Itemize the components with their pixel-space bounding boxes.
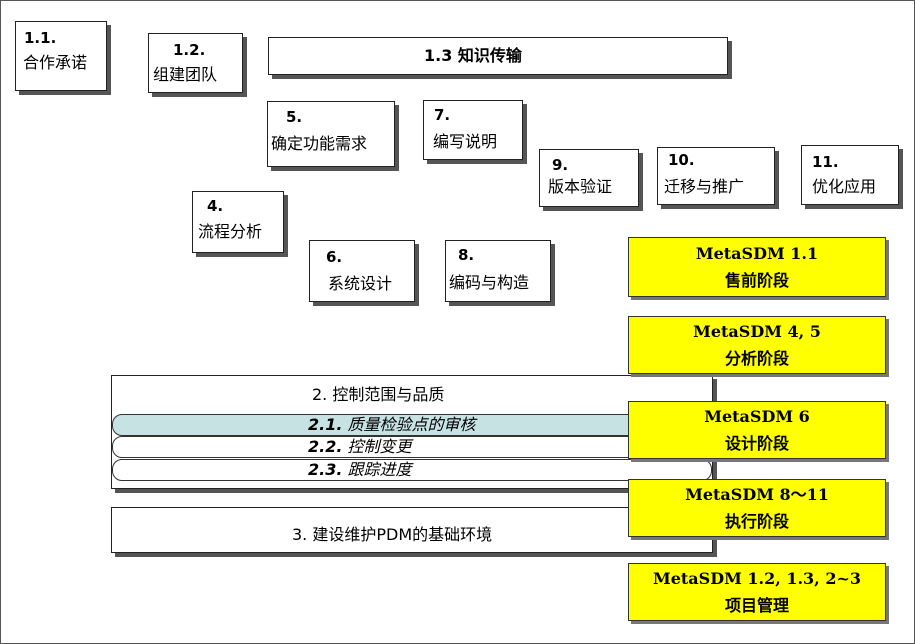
phase-project-management: MetaSDM 1.2, 1.3, 2~3 项目管理: [628, 563, 886, 621]
task-9-box: 9. 版本验证: [539, 149, 639, 207]
task-label: 1.3 知识传输: [424, 46, 522, 65]
task-label: 编码与构造: [449, 273, 530, 292]
phase-analysis: MetaSDM 4, 5 分析阶段: [628, 316, 886, 374]
task-5-box: 5. 确定功能需求: [267, 101, 395, 167]
task-4-box: 4. 流程分析: [192, 191, 284, 253]
task-label: 迁移与推广: [664, 177, 745, 196]
scope-item-progress-tracking: 2.3. 跟踪进度: [112, 459, 712, 481]
task-label: 编写说明: [433, 132, 498, 151]
task-label: 组建团队: [153, 65, 218, 84]
scope-item-label: 控制变更: [342, 437, 412, 456]
task-number: 5.: [286, 108, 303, 126]
scope-item-label: 质量检验点的审核: [342, 415, 476, 434]
task-label: 版本验证: [548, 177, 613, 196]
task-number: 4.: [207, 197, 224, 215]
phase-label: 售前阶段: [724, 271, 789, 290]
scope-quality-block: 2. 控制范围与品质 2.1. 质量检验点的审核 2.2. 控制变更 2.3. …: [111, 375, 713, 489]
scope-item-quality-review: 2.1. 质量检验点的审核: [112, 414, 712, 436]
phase-name: MetaSDM 8～11: [685, 485, 829, 504]
task-11-box: 11. 优化应用: [801, 145, 899, 205]
phase-label: 分析阶段: [724, 349, 789, 368]
phase-name: MetaSDM 1.2, 1.3, 2~3: [653, 569, 861, 588]
scope-item-label: 跟踪进度: [342, 460, 412, 479]
phase-presales: MetaSDM 1.1 售前阶段: [628, 237, 886, 297]
task-7-box: 7. 编写说明: [423, 100, 523, 160]
scope-item-number: 2.3.: [308, 460, 343, 479]
task-label: 流程分析: [198, 222, 263, 241]
task-number: 8.: [458, 246, 475, 264]
environment-block: 3. 建设维护PDM的基础环境: [111, 507, 713, 553]
scope-title: 2. 控制范围与品质: [312, 385, 445, 404]
task-number: 9.: [552, 156, 569, 174]
task-number: 11.: [812, 153, 839, 171]
task-1-2-box: 1.2. 组建团队: [148, 33, 243, 93]
phase-name: MetaSDM 6: [704, 407, 810, 426]
task-label: 确定功能需求: [271, 134, 368, 153]
task-6-box: 6. 系统设计: [309, 240, 415, 302]
task-number: 1.2.: [173, 41, 206, 59]
scope-item-number: 2.1.: [308, 415, 343, 434]
phase-name: MetaSDM 1.1: [695, 244, 819, 263]
task-8-box: 8. 编码与构造: [445, 240, 551, 302]
scope-item-change-control: 2.2. 控制变更: [112, 436, 712, 458]
task-number: 7.: [434, 106, 451, 124]
phase-label: 设计阶段: [724, 434, 789, 453]
phase-name: MetaSDM 4, 5: [693, 322, 821, 341]
task-label: 合作承诺: [23, 53, 88, 72]
task-label: 优化应用: [812, 177, 877, 196]
phase-label: 执行阶段: [724, 512, 789, 531]
task-10-box: 10. 迁移与推广: [657, 147, 775, 205]
phase-execution: MetaSDM 8～11 执行阶段: [628, 479, 886, 537]
phase-label: 项目管理: [724, 596, 789, 615]
task-number: 10.: [668, 151, 695, 169]
task-number: 1.1.: [24, 29, 57, 47]
task-1-1-box: 1.1. 合作承诺: [15, 21, 107, 91]
phase-design: MetaSDM 6 设计阶段: [628, 401, 886, 459]
task-number: 6.: [326, 248, 343, 266]
task-label: 系统设计: [328, 274, 393, 293]
task-1-3-box: 1.3 知识传输: [268, 37, 728, 75]
environment-title: 3. 建设维护PDM的基础环境: [292, 525, 493, 544]
scope-item-number: 2.2.: [308, 437, 343, 456]
